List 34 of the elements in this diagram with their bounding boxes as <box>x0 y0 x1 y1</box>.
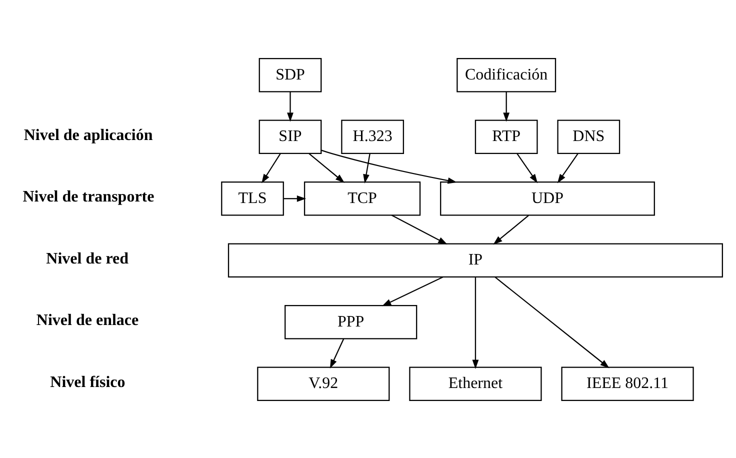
label: Nivel de transporte <box>22 188 154 206</box>
node-box: RTP <box>474 119 538 154</box>
arrow <box>493 214 529 244</box>
label: Nivel de red <box>46 250 129 267</box>
arrow <box>516 152 538 183</box>
arrow <box>494 276 610 368</box>
label: Nivel de enlace <box>36 312 139 329</box>
node-box: IP <box>228 242 723 278</box>
node-box: UDP <box>440 180 655 216</box>
arrow <box>321 149 457 184</box>
arrow <box>472 276 479 368</box>
node-box: PPP <box>284 304 418 339</box>
node-box: SIP <box>258 119 322 154</box>
arrow <box>363 153 370 183</box>
node-box: V.92 <box>257 366 390 400</box>
node-box: IEEE 802.11 <box>561 366 694 400</box>
arrow <box>391 214 448 244</box>
node-box: H.323 <box>341 119 404 154</box>
node-box: Ethernet <box>409 366 542 400</box>
arrow <box>287 91 294 122</box>
node-box: Codificación <box>456 58 556 92</box>
arrow <box>557 152 578 183</box>
arrow <box>262 152 281 183</box>
node-box: DNS <box>557 119 620 154</box>
arrow <box>330 338 344 368</box>
arrow <box>503 91 510 122</box>
arrow <box>308 152 345 182</box>
node-box: TCP <box>304 180 421 216</box>
label: Nivel de aplicación <box>24 126 153 144</box>
node-box: SDP <box>258 58 322 92</box>
arrow <box>382 276 444 306</box>
label: Nivel físico <box>50 373 126 390</box>
arrow <box>284 194 306 202</box>
node-box: TLS <box>221 180 284 216</box>
